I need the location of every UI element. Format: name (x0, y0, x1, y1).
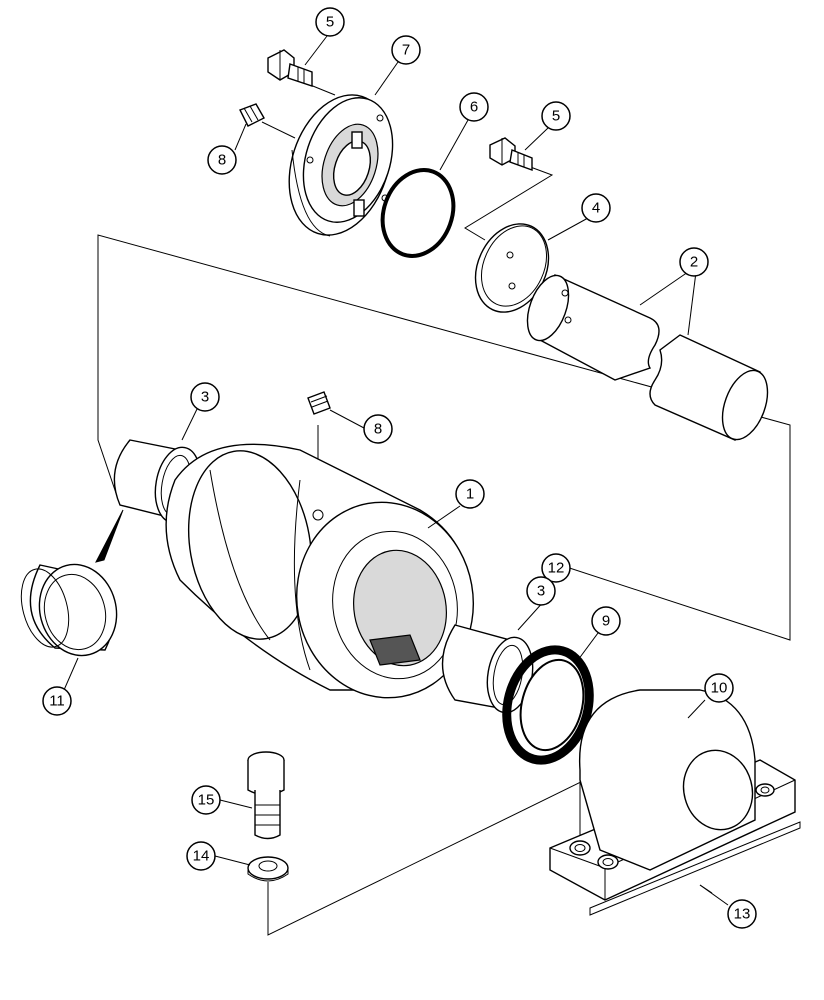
set-screw-part-8-roller (307, 391, 331, 415)
callout-label: 3 (537, 583, 545, 600)
callout-label: 15 (198, 792, 215, 809)
callout-15: 15 (191, 785, 221, 815)
callout-label: 1 (466, 486, 474, 503)
callout-label: 8 (218, 152, 226, 169)
callout-5-right: 5 (541, 101, 571, 131)
o-ring-part-6 (380, 168, 456, 258)
callout-4: 4 (581, 193, 611, 223)
callout-label: 5 (552, 108, 560, 125)
callout-10: 10 (704, 673, 734, 703)
callout-8-top: 8 (207, 145, 237, 175)
bolt-part-15 (247, 751, 285, 840)
callout-label: 4 (592, 200, 600, 217)
callout-14: 14 (186, 841, 216, 871)
flange-part-7 (288, 94, 394, 237)
callout-label: 8 (374, 421, 382, 438)
roller-body-part-1 (165, 443, 475, 699)
callout-label: 14 (193, 848, 210, 865)
callout-label: 3 (201, 389, 209, 406)
set-screw-part-8-top (239, 103, 265, 127)
callout-11: 11 (42, 686, 72, 716)
callout-6: 6 (459, 92, 489, 122)
bolt-part-5-right (489, 137, 533, 171)
bracket-part-10 (549, 689, 801, 916)
callout-label: 6 (470, 99, 478, 116)
callout-7: 7 (391, 35, 421, 65)
callout-2: 2 (679, 247, 709, 277)
callout-label: 12 (548, 560, 565, 577)
callout-3-left: 3 (190, 382, 220, 412)
callout-label: 7 (402, 42, 410, 59)
callout-label: 11 (49, 693, 65, 710)
callout-label: 5 (326, 14, 334, 31)
callout-label: 2 (690, 254, 698, 271)
bushing-part-3-right (441, 624, 534, 714)
shaft-part-2 (526, 274, 769, 441)
callout-5-top: 5 (315, 7, 345, 37)
seal-part-9 (502, 645, 594, 765)
callout-12: 12 (541, 553, 571, 583)
callout-1: 1 (455, 479, 485, 509)
callout-leaders (63, 35, 729, 906)
callout-label: 9 (602, 613, 610, 630)
callout-label: 10 (711, 680, 728, 697)
bolt-part-5-top (267, 49, 313, 87)
callout-9: 9 (591, 606, 621, 636)
collar-part-11 (20, 563, 118, 657)
callout-8-roller: 8 (363, 414, 393, 444)
callout-label: 13 (734, 906, 751, 923)
callout-13: 13 (727, 899, 757, 929)
plate-part-4 (474, 223, 550, 313)
callout-3-right: 3 (526, 576, 556, 606)
washer-part-14 (247, 856, 289, 882)
